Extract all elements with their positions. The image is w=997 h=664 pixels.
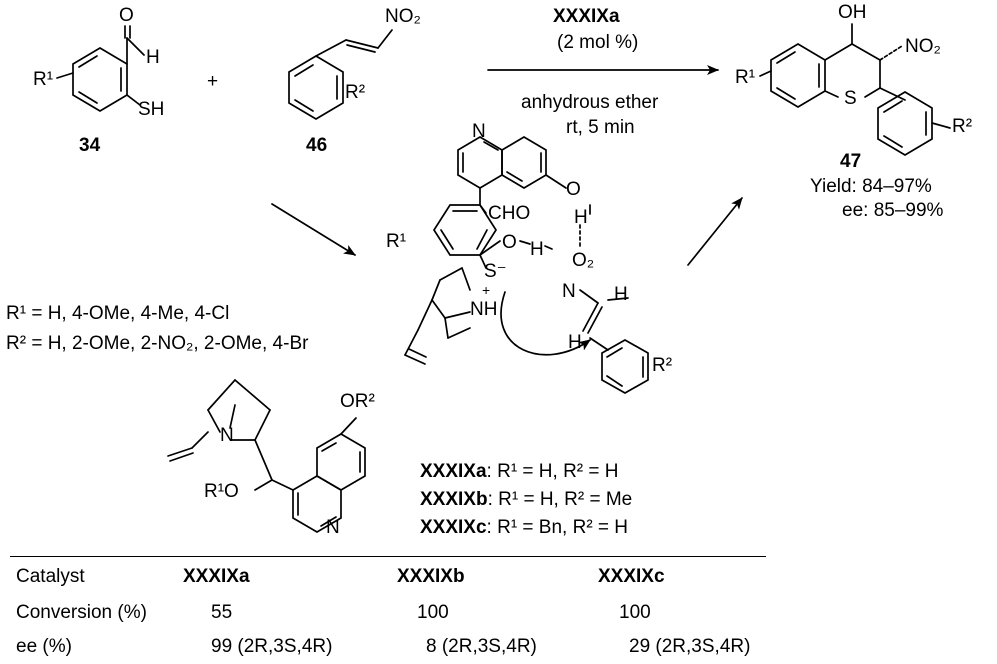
thiol-group: SH <box>138 99 165 120</box>
catalyst-label: XXXIXa <box>553 6 620 27</box>
catalyst-c-substituents: : R¹ = Bn, R² = H <box>486 517 629 538</box>
catalyst-definition-b: XXXIXb: R¹ = H, R² = Me <box>420 490 632 509</box>
quinoline-nitrogen: N <box>472 121 486 142</box>
vinyl-hydrogen-1: H <box>614 284 628 305</box>
transition-state-structure <box>404 136 649 394</box>
table-header-catalyst-a: XXXIXa <box>183 566 250 587</box>
solvent-label: anhydrous ether <box>521 92 659 113</box>
hydroxyl-group: OH <box>838 2 867 23</box>
ammonium-charge: + <box>482 282 491 298</box>
r1-substituent-ts: R¹ <box>386 231 407 252</box>
arrow-from-ts <box>687 197 743 266</box>
table-cell-ee-b: 8 (2R,3S,4R) <box>426 636 537 657</box>
catalyst-definition-c: XXXIXc: R¹ = Bn, R² = H <box>420 518 628 537</box>
r2-substituent-47: R² <box>952 116 973 137</box>
nitro-oxygen-ts: O₂ <box>572 250 595 271</box>
catalyst-c-name: XXXIXc <box>420 517 487 538</box>
catalyst-quinoline-nitrogen: N <box>326 517 340 538</box>
cho-group: CHO <box>488 203 531 224</box>
compound-47-label: 47 <box>840 151 862 172</box>
thiolate-anion: S⁻ <box>484 261 507 282</box>
table-header-catalyst-b: XXXIXb <box>397 566 465 587</box>
hemiacetal-hydrogen: H <box>530 239 544 260</box>
nitro-group-46: NO₂ <box>385 6 421 27</box>
r2-definitions: R² = H, 2-OMe, 2-NO₂, 2-OMe, 4-Br <box>6 333 309 354</box>
table-header-catalyst-c: XXXIXc <box>598 566 665 587</box>
compound-47-structure <box>759 23 951 156</box>
catalyst-loading: (2 mol %) <box>557 32 639 53</box>
catalyst-structure <box>167 379 366 533</box>
catalyst-b-name: XXXIXb <box>420 489 488 510</box>
catalyst-definition-a: XXXIXa: R¹ = H, R² = H <box>420 462 619 481</box>
vinyl-hydrogen-2: H <box>568 332 582 353</box>
table-header-label: Catalyst <box>16 566 85 587</box>
phenol-oxygen: O <box>566 179 581 200</box>
arrow-to-ts <box>271 203 356 256</box>
quinuclidine-nitrogen: N <box>220 425 234 446</box>
r1-definitions: R¹ = H, 4-OMe, 4-Me, 4-Cl <box>6 303 230 324</box>
table-row-ee-label: ee (%) <box>16 636 72 657</box>
r2-substituent-ts: R² <box>652 355 673 376</box>
catalyst-a-substituents: : R¹ = H, R² = H <box>486 461 619 482</box>
or2-group: OR² <box>340 391 375 412</box>
compound-34-label: 34 <box>79 135 101 156</box>
table-cell-ee-a: 99 (2R,3S,4R) <box>211 636 333 657</box>
r2-substituent-46: R² <box>345 82 366 103</box>
aldehyde-oxygen: O <box>119 5 134 26</box>
plus-sign: + <box>207 71 219 92</box>
conditions-label: rt, 5 min <box>566 117 635 138</box>
catalyst-a-name: XXXIXa <box>420 461 487 482</box>
table-cell-conversion-c: 100 <box>619 602 651 623</box>
yield-label: Yield: 84–97% <box>810 176 932 197</box>
r1o-group: R¹O <box>204 481 239 502</box>
hemiacetal-oxygen: O <box>502 232 517 253</box>
nitro-nitrogen-ts: N <box>562 281 576 302</box>
compound-46-structure <box>288 29 393 120</box>
table-row-conversion-label: Conversion (%) <box>16 602 147 623</box>
r1-substituent-34: R¹ <box>33 69 54 90</box>
table-rule <box>10 556 766 557</box>
catalyst-b-substituents: : R¹ = H, R² = Me <box>487 489 633 510</box>
ee-label: ee: 85–99% <box>842 200 944 221</box>
table-cell-conversion-b: 100 <box>417 602 449 623</box>
aldehyde-hydrogen: H <box>146 47 160 68</box>
table-cell-conversion-a: 55 <box>211 602 233 623</box>
sulfur-atom-47: S <box>844 88 857 109</box>
r1-substituent-47: R¹ <box>735 67 756 88</box>
table-cell-ee-c: 29 (2R,3S,4R) <box>629 636 751 657</box>
compound-34-structure <box>56 25 145 112</box>
compound-46-label: 46 <box>306 135 328 156</box>
ammonium-nh: NH <box>470 299 498 320</box>
phenol-hydrogen: H <box>574 207 588 228</box>
nitro-group-47: NO₂ <box>905 36 941 57</box>
